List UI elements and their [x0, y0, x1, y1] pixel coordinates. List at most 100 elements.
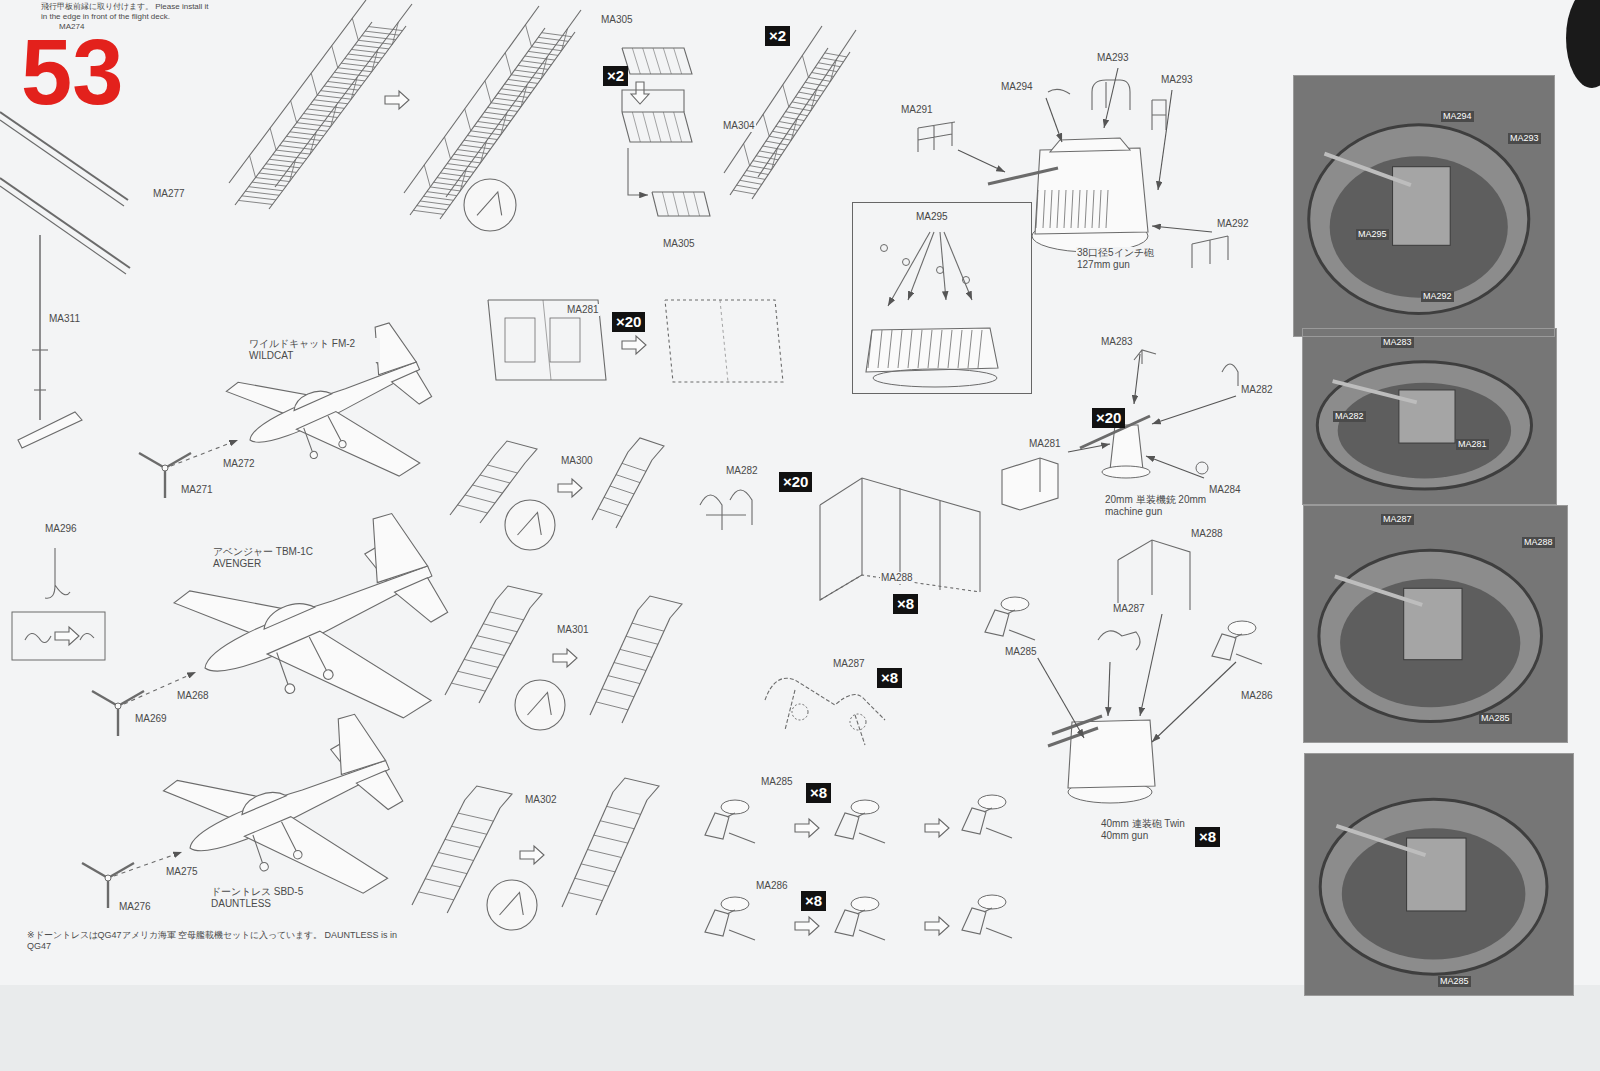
quantity-text: ×8	[805, 892, 822, 909]
stair-step	[464, 659, 498, 667]
part-number: MA301	[556, 624, 590, 636]
leader-arrow	[1152, 662, 1236, 742]
propeller	[82, 852, 182, 908]
detail-circle-outline	[487, 880, 537, 930]
ladder-rung	[521, 61, 551, 65]
ladder-rung	[358, 40, 392, 44]
reference-photo: MA294MA293MA295MA292	[1293, 75, 1555, 337]
photo-ground	[1293, 75, 1555, 337]
stair-step	[488, 465, 518, 473]
caption-text: 38口径5インチ砲 127mm gun	[1076, 247, 1188, 271]
shield-panel	[665, 300, 783, 382]
ladder-rung	[351, 49, 385, 53]
ladder-rung	[769, 136, 791, 140]
ladder-rung	[821, 58, 843, 62]
ladder-rung	[766, 141, 788, 145]
ladder-rung	[321, 91, 355, 95]
part-number: MA281	[1456, 439, 1489, 450]
ladder-rung	[812, 73, 834, 77]
ladder-rung	[365, 31, 399, 35]
gun-shield-rib	[898, 330, 902, 368]
photo-floor	[1330, 156, 1508, 297]
ladder-rung	[327, 81, 361, 85]
ladder-handrail	[724, 26, 822, 173]
shield-part	[1118, 540, 1190, 612]
stair-step	[452, 826, 487, 834]
part-number: MA281	[1028, 438, 1062, 450]
plane-stabilizer	[356, 769, 403, 817]
ladder-rung	[474, 126, 504, 130]
ladder-post	[763, 114, 769, 136]
propeller-blade	[165, 453, 191, 468]
seat-arm	[984, 808, 992, 812]
ladder-rung	[242, 196, 276, 200]
ladder-rung	[369, 27, 403, 31]
platform-rail	[622, 90, 684, 112]
detail-line	[25, 633, 51, 642]
ladder-rung	[518, 65, 548, 69]
photo-floor	[1342, 828, 1526, 959]
gun-shield-rib	[1092, 190, 1094, 228]
photo-image	[1293, 75, 1555, 337]
gun-shield-rib	[1085, 190, 1087, 228]
detail-inset-box: MA295	[852, 202, 1032, 394]
part-number: MA311	[48, 313, 81, 325]
propeller-blade	[164, 468, 166, 498]
ladder-rung	[348, 54, 382, 58]
ladder-rung	[262, 168, 296, 172]
ladder-rung	[280, 146, 314, 150]
panel-grid	[653, 112, 661, 142]
step-arrow	[558, 479, 582, 497]
seat-arm	[986, 928, 1012, 938]
stair-rail	[496, 586, 542, 608]
step-arrow	[622, 336, 646, 354]
ladder-rung	[799, 92, 821, 96]
seat-frame	[705, 910, 729, 936]
reference-photo: MA283MA282MA281	[1302, 328, 1557, 505]
ladder-post	[541, 57, 547, 79]
reference-photo: MA285	[1304, 753, 1574, 996]
plane-canopy	[238, 786, 287, 815]
seat-part	[962, 895, 1012, 938]
leader-arrow	[1158, 90, 1172, 190]
ladder-rung	[444, 168, 474, 172]
bracket-part	[18, 412, 82, 448]
fm2-wildcat-drawing	[225, 313, 456, 527]
stair-part	[592, 438, 664, 528]
bracket-part	[1134, 350, 1156, 364]
leader-line	[888, 232, 930, 306]
part-number: MA283	[1381, 337, 1414, 348]
ladder-rung	[789, 107, 811, 111]
photo-barrel	[1324, 154, 1410, 185]
quantity-badge: ×8	[893, 594, 918, 614]
stair-step	[458, 505, 488, 513]
part-number: MA285	[1479, 713, 1512, 724]
photo-ground	[1303, 505, 1568, 743]
caption-text: ※ドーントレスはQG47アメリカ海軍 空母艦載機セットに入っています。 DAUN…	[26, 930, 408, 952]
part-number: MA281	[566, 304, 600, 316]
quantity-text: ×8	[881, 669, 898, 686]
stair-step	[425, 879, 460, 887]
photo-image	[1302, 328, 1557, 505]
gun-barrel	[988, 168, 1058, 184]
panel-outline	[488, 300, 606, 380]
gun-shield-rib	[908, 330, 912, 368]
part-number: MA292	[1216, 218, 1250, 230]
caption-text: ワイルドキャット FM-2 WILDCAT	[248, 338, 380, 362]
seat-arm	[1007, 610, 1015, 614]
ladder-rung	[753, 161, 775, 165]
stair-part	[562, 778, 659, 915]
ladder-handrail	[446, 10, 581, 197]
ladder-rung	[307, 109, 341, 113]
panel-outline	[665, 300, 783, 382]
ladder-rung	[362, 36, 396, 40]
ladder-rung	[273, 155, 307, 159]
panel-grid	[674, 112, 682, 142]
propeller	[92, 672, 196, 736]
ladder-rung	[461, 145, 491, 149]
mesh-platform	[622, 112, 692, 142]
gun-mount	[1035, 148, 1148, 234]
part-number: MA295	[1356, 229, 1389, 240]
ladder-rung	[297, 123, 331, 127]
part-number: MA285	[1004, 646, 1038, 658]
